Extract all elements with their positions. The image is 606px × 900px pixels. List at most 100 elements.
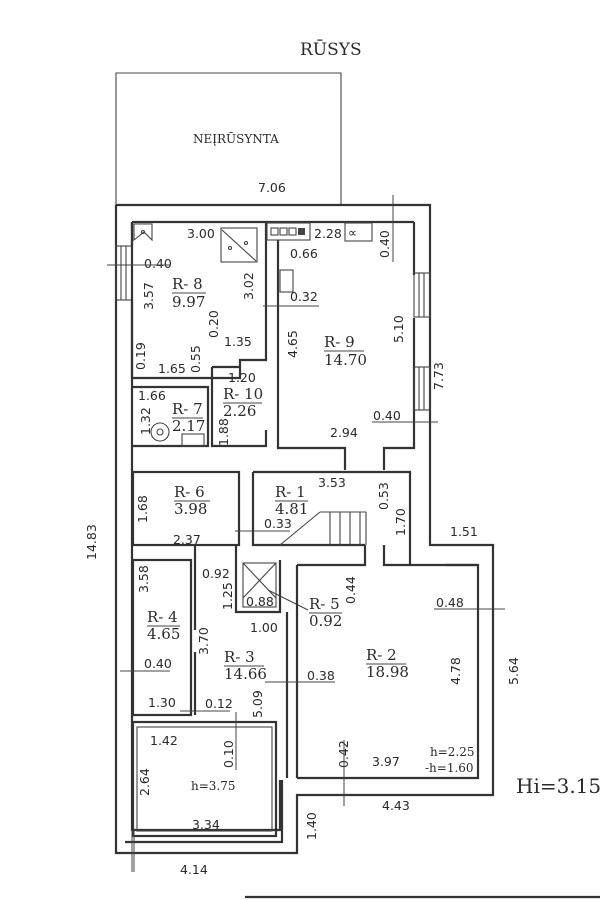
svg-text:1.88: 1.88 <box>216 418 231 446</box>
svg-text:2.28: 2.28 <box>314 226 342 241</box>
svg-text:0.66: 0.66 <box>290 246 318 261</box>
room-r4: 3.58 R- 4 4.65 0.40 1.30 <box>120 558 193 717</box>
room-r10: 1.20 R- 10 2.26 1.88 <box>210 365 268 448</box>
room-r3-id: R- 3 <box>224 648 255 666</box>
svg-text:3.34: 3.34 <box>192 817 220 832</box>
svg-text:2.37: 2.37 <box>173 532 201 547</box>
room-r7-area: 2.17 <box>172 417 205 435</box>
svg-text:4.14: 4.14 <box>180 862 208 877</box>
svg-text:3.00: 3.00 <box>187 226 215 241</box>
room-r6: 1.68 R- 6 3.98 2.37 <box>131 470 241 547</box>
svg-text:5.10: 5.10 <box>391 315 406 343</box>
svg-text:0.40: 0.40 <box>144 256 172 271</box>
svg-text:0.33: 0.33 <box>264 516 292 531</box>
valve-icon <box>344 222 373 242</box>
svg-text:1.65: 1.65 <box>158 361 186 376</box>
room-r7-id: R- 7 <box>172 400 203 418</box>
plan-title: RŪSYS <box>300 39 362 60</box>
svg-text:3.97: 3.97 <box>372 754 400 769</box>
room-r5-id: R- 5 <box>309 595 340 613</box>
window-right-1 <box>413 272 431 318</box>
room-r10-area: 2.26 <box>223 402 256 420</box>
svg-text:0.55: 0.55 <box>188 345 203 373</box>
svg-text:0.88: 0.88 <box>246 594 274 609</box>
room-r8-id: R- 8 <box>172 275 203 293</box>
ceiling-height: Hi=3.15 <box>516 774 601 798</box>
svg-text:1.20: 1.20 <box>228 370 256 385</box>
shaft-icon <box>242 562 277 608</box>
dim-left-total: 14.83 <box>84 524 99 560</box>
svg-text:4.78: 4.78 <box>448 657 463 685</box>
room-r5-area: 0.92 <box>309 612 342 630</box>
svg-text:0.40: 0.40 <box>144 656 172 671</box>
room-r9: 2.28 ∝ 0.40 0.66 0.32 4.65 5.10 R- 9 14.… <box>263 195 446 470</box>
svg-text:3.58: 3.58 <box>136 565 151 593</box>
svg-text:4.43: 4.43 <box>382 798 410 813</box>
svg-text:0.40: 0.40 <box>377 230 392 258</box>
svg-text:2.64: 2.64 <box>137 768 152 796</box>
svg-text:0.20: 0.20 <box>206 310 221 338</box>
room-r6-area: 3.98 <box>174 500 207 518</box>
svg-text:∝: ∝ <box>348 225 357 240</box>
pit-height: h=3.75 <box>191 779 236 793</box>
svg-text:0.38: 0.38 <box>307 668 335 683</box>
svg-text:1.40: 1.40 <box>304 812 319 840</box>
svg-text:0.53: 0.53 <box>376 482 391 510</box>
window-left <box>115 245 133 301</box>
toilet-icon <box>150 422 170 442</box>
room-r9-id: R- 9 <box>324 333 355 351</box>
stairs-icon <box>279 511 367 546</box>
room-r8: 3.00 0.40 3.57 3.02 R- 8 9.97 0.20 1.35 … <box>107 220 268 380</box>
room-r4-area: 4.65 <box>147 625 180 643</box>
pit: 1.42 0.10 2.64 h=3.75 3.34 1.40 4.14 <box>131 712 319 877</box>
room-r3-area: 14.66 <box>224 665 267 683</box>
svg-text:3.02: 3.02 <box>241 272 256 300</box>
room-r2: 0.44 0.48 R- 2 18.98 0.38 4.78 5.64 0.42… <box>265 545 521 813</box>
r2-height: h=2.25 <box>430 745 475 759</box>
svg-text:0.48: 0.48 <box>436 595 464 610</box>
sink-icon <box>181 433 205 447</box>
room-r6-id: R- 6 <box>174 483 205 501</box>
svg-text:1.00: 1.00 <box>250 620 278 635</box>
svg-text:0.40: 0.40 <box>373 408 401 423</box>
svg-text:1.66: 1.66 <box>138 388 166 403</box>
svg-text:7.73: 7.73 <box>431 362 446 390</box>
svg-text:3.53: 3.53 <box>318 475 346 490</box>
svg-text:1.51: 1.51 <box>450 524 478 539</box>
room-r3: 0.92 1.25 1.00 3.70 R- 3 14.66 0.12 5.09 <box>180 545 289 778</box>
svg-text:1.30: 1.30 <box>148 695 176 710</box>
svg-text:1.42: 1.42 <box>150 733 178 748</box>
room-r1-id: R- 1 <box>275 483 306 501</box>
window-right-2 <box>413 366 431 411</box>
svg-text:2.94: 2.94 <box>330 425 358 440</box>
room-r7: 1.66 1.32 R- 7 2.17 <box>132 385 210 448</box>
svg-text:1.35: 1.35 <box>224 334 252 349</box>
svg-text:0.32: 0.32 <box>290 289 318 304</box>
room-r9-area: 14.70 <box>324 351 367 369</box>
svg-text:5.09: 5.09 <box>250 690 265 718</box>
svg-text:3.57: 3.57 <box>141 282 156 310</box>
unheated-annex: NEĮRŪSYNTA 7.06 <box>115 72 342 205</box>
svg-text:0.12: 0.12 <box>205 696 233 711</box>
room-r5: 0.88 R- 5 0.92 <box>242 562 342 630</box>
svg-text:1.68: 1.68 <box>135 495 150 523</box>
svg-text:5.64: 5.64 <box>506 657 521 685</box>
room-r8-area: 9.97 <box>172 293 205 311</box>
svg-text:0.19: 0.19 <box>133 342 148 370</box>
room-r2-area: 18.98 <box>366 663 409 681</box>
svg-text:1.25: 1.25 <box>220 582 235 610</box>
svg-text:4.65: 4.65 <box>285 330 300 358</box>
svg-text:1.70: 1.70 <box>393 508 408 536</box>
room-r1-area: 4.81 <box>275 500 308 518</box>
svg-text:0.44: 0.44 <box>343 576 358 604</box>
svg-text:0.10: 0.10 <box>221 740 236 768</box>
room-r2-id: R- 2 <box>366 646 397 664</box>
meter-icons <box>270 227 305 236</box>
room-r1: R- 1 4.81 3.53 0.53 0.33 1.70 1.51 <box>235 470 478 565</box>
r2-minus-height: -h=1.60 <box>425 761 474 775</box>
svg-text:0.92: 0.92 <box>202 566 230 581</box>
boiler-icon <box>220 227 258 263</box>
room-r10-id: R- 10 <box>223 385 263 403</box>
svg-text:3.70: 3.70 <box>196 627 211 655</box>
